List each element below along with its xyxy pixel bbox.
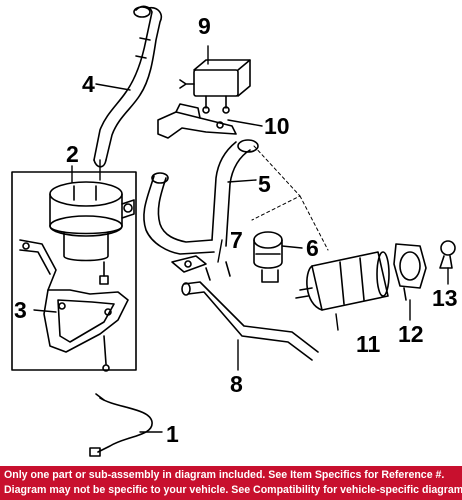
- part-7-gasket: [171, 255, 207, 273]
- callout-3: 3: [14, 297, 27, 323]
- part-13-fitting: [439, 240, 456, 269]
- callout-12: 12: [398, 321, 424, 347]
- part-9-solenoid-valve: [179, 59, 251, 114]
- callout-11: 11: [356, 331, 381, 357]
- part-5-air-hose: [143, 139, 259, 255]
- part-8-injection-tube: [181, 261, 319, 361]
- callout-13: 13: [432, 285, 458, 311]
- callout-9: 9: [198, 13, 211, 39]
- callout-7: 7: [230, 227, 243, 253]
- part-1-sensor: [89, 393, 153, 457]
- part-11-canister: [295, 251, 390, 311]
- dashed-relation-lines: [251, 145, 329, 251]
- callout-1: 1: [166, 421, 179, 447]
- part-12-mount: [393, 243, 427, 301]
- callout-5: 5: [258, 171, 271, 197]
- disclaimer-line-1: Only one part or sub-assembly in diagram…: [4, 469, 445, 481]
- part-3-pump-bracket: [43, 289, 129, 372]
- part-6-check-valve: [253, 231, 283, 283]
- callout-6: 6: [306, 235, 319, 261]
- parts-diagram: 1 2 3 4 5 6 7 8 9 10 11 12 13: [11, 5, 458, 457]
- parts-diagram-svg: 1 2 3 4 5 6 7 8 9 10 11 12 13: [11, 5, 458, 457]
- callout-2: 2: [66, 141, 79, 167]
- part-2-air-pump-assembly: [11, 171, 137, 371]
- callout-4: 4: [82, 71, 95, 97]
- disclaimer-banner: Only one part or sub-assembly in diagram…: [0, 466, 462, 500]
- part-10-bracket: [157, 103, 237, 139]
- part-4-air-hose: [93, 5, 163, 168]
- disclaimer-line-2: Diagram may not be specific to your vehi…: [4, 484, 462, 496]
- leader-lines: [33, 45, 449, 433]
- callout-8: 8: [230, 371, 243, 397]
- callout-10: 10: [264, 113, 290, 139]
